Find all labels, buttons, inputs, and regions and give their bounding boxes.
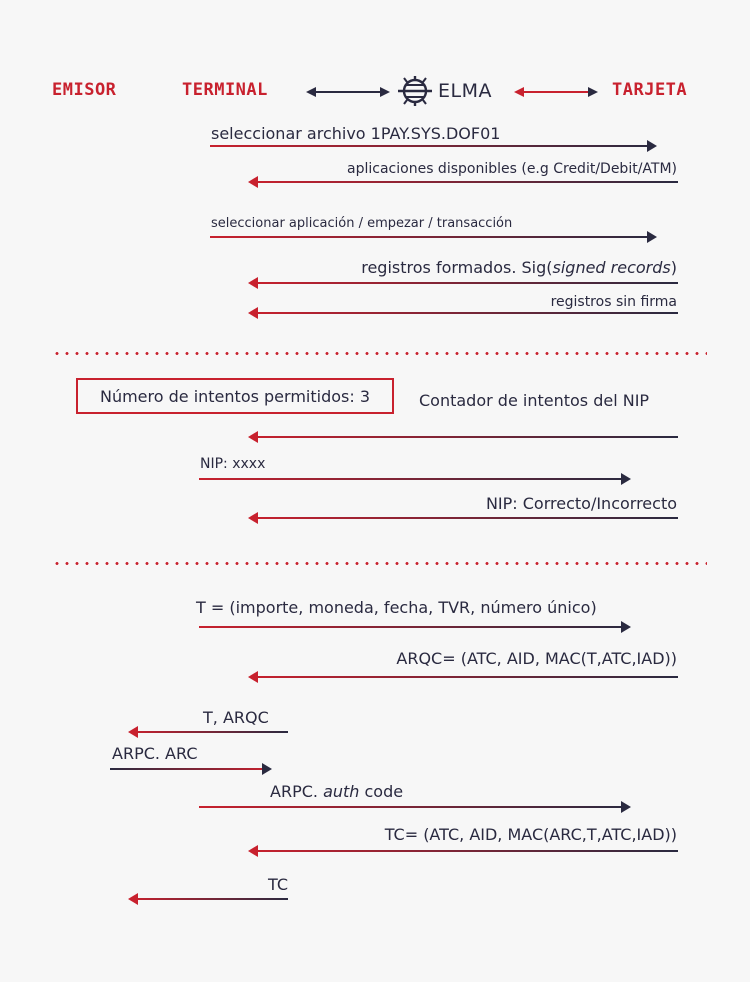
intentos-box: Número de intentos permitidos: 3: [76, 378, 394, 414]
arrow-terminal-to-tarjeta: [199, 473, 631, 485]
msg-registros-sin-firma: registros sin firma: [550, 294, 677, 310]
arrow-terminal-to-tarjeta: [210, 140, 657, 152]
msg-contador-intentos: Contador de intentos del NIP: [419, 391, 650, 410]
msg-nip-resultado: NIP: Correcto/Incorrecto: [485, 494, 677, 513]
arrow-tarjeta-to-terminal: [248, 176, 678, 188]
msg-t-arqc: T, ARQC: [203, 708, 269, 727]
arrow-terminal-to-tarjeta: [210, 231, 657, 243]
msg-tc-definicion: TC= (ATC, AID, MAC(ARC,T,ATC,IAD)): [384, 825, 677, 844]
msg-nip: NIP: xxxx: [200, 456, 266, 472]
msg-tc: TC: [268, 875, 289, 894]
arrow-tarjeta-to-terminal: [248, 512, 678, 524]
arrow-terminal-to-tarjeta: [199, 621, 631, 633]
arrow-terminal-to-emisor: [128, 893, 288, 905]
elma-logo: ELMA: [396, 76, 492, 106]
msg-arpc-auth-code: ARPC. auth code: [270, 782, 404, 801]
emisor-label: EMISOR: [52, 80, 117, 100]
msg-seleccionar-aplicacion: seleccionar aplicación / empezar / trans…: [211, 216, 513, 231]
terminal-elma-double-arrow: [306, 87, 390, 97]
arrow-terminal-to-emisor: [128, 726, 288, 738]
terminal-label: TERMINAL: [182, 80, 268, 100]
section-divider: [52, 562, 707, 565]
msg-arpc-arc: ARPC. ARC: [112, 744, 198, 763]
elma-globe-icon: [398, 76, 432, 106]
msg-arqc-definicion: ARQC= (ATC, AID, MAC(T,ATC,IAD)): [396, 649, 677, 668]
arrow-tarjeta-to-terminal: [248, 671, 678, 683]
arrow-emisor-to-terminal: [110, 763, 272, 775]
msg-aplicaciones-disponibles: aplicaciones disponibles (e.g Credit/Deb…: [347, 161, 677, 177]
arrow-terminal-to-tarjeta: [199, 801, 631, 813]
section-divider: [52, 352, 707, 355]
elma-logo-text: ELMA: [438, 80, 492, 102]
arrow-tarjeta-to-terminal: [248, 845, 678, 857]
arrow-tarjeta-to-terminal: [248, 307, 678, 319]
elma-tarjeta-double-arrow: [514, 87, 598, 97]
arrow-tarjeta-to-terminal: [248, 431, 678, 443]
arrow-tarjeta-to-terminal: [248, 277, 678, 289]
msg-seleccionar-archivo: seleccionar archivo 1PAY.SYS.DOF01: [211, 124, 501, 143]
msg-t-definicion: T = (importe, moneda, fecha, TVR, número…: [196, 598, 597, 617]
msg-registros-formados: registros formados. Sig(signed records): [361, 258, 677, 277]
tarjeta-label: TARJETA: [612, 80, 688, 100]
